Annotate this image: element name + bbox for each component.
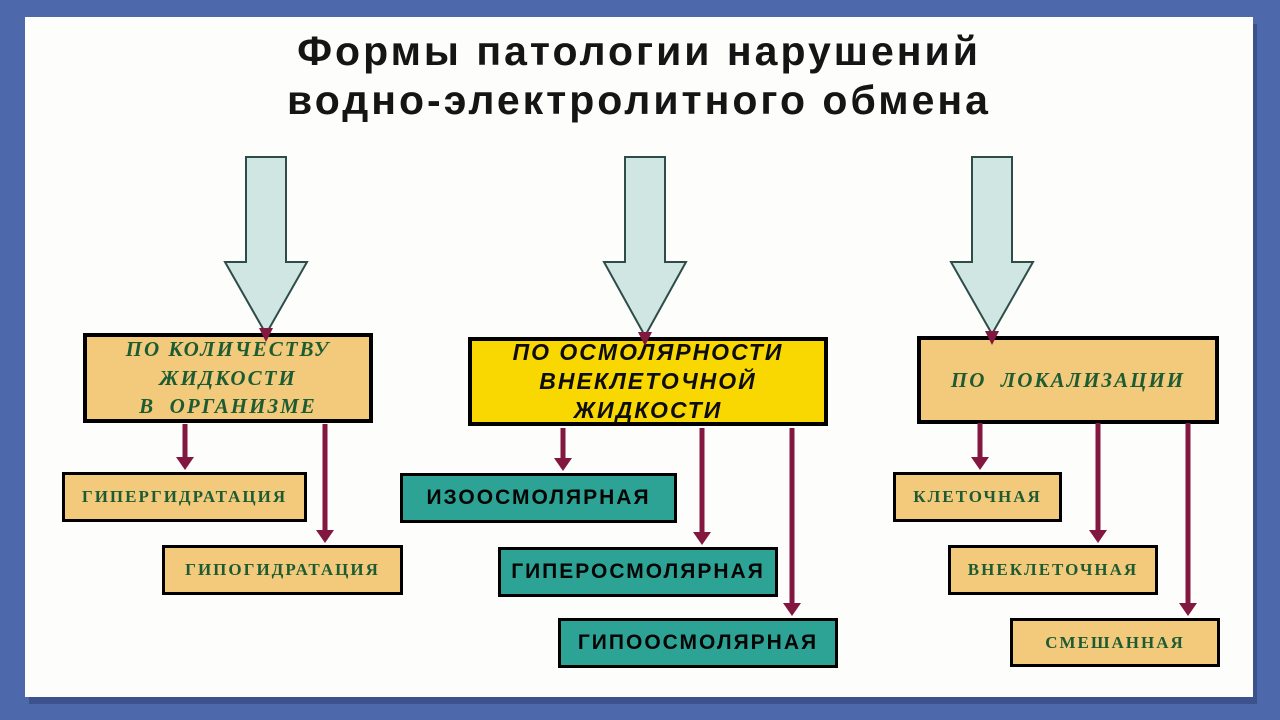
slide-page: Формы патологии нарушений водно-электрол…: [25, 17, 1253, 697]
category-box-osmolarity: ПО ОСМОЛЯРНОСТИ ВНЕКЛЕТОЧНОЙ ЖИДКОСТИ: [468, 337, 828, 426]
down-arrow-icon: [223, 156, 309, 337]
connector-arrow-icon: [783, 428, 801, 616]
down-arrow-icon: [949, 156, 1035, 337]
box-mixed: СМЕШАННАЯ: [1010, 618, 1220, 667]
connector-arrow-icon: [1179, 423, 1197, 616]
category-box-fluid-amount: ПО КОЛИЧЕСТВУ ЖИДКОСТИ В ОРГАНИЗМЕ: [83, 333, 373, 423]
box-hypoosmolar: ГИПООСМОЛЯРНАЯ: [558, 618, 838, 668]
box-extracellular: ВНЕКЛЕТОЧНАЯ: [948, 545, 1158, 595]
box-cellular: КЛЕТОЧНАЯ: [893, 472, 1062, 522]
box-hyperosmolar: ГИПЕРОСМОЛЯРНАЯ: [498, 547, 778, 597]
box-isoosmolar: ИЗООСМОЛЯРНАЯ: [400, 473, 677, 523]
connector-arrow-icon: [693, 428, 711, 545]
title-line-2: водно-электролитного обмена: [287, 77, 991, 124]
connector-arrow-icon: [1089, 423, 1107, 543]
category-box-localization: ПО ЛОКАЛИЗАЦИИ: [917, 336, 1219, 424]
page-title: Формы патологии нарушений водно-электрол…: [25, 27, 1253, 125]
connector-arrow-icon: [316, 424, 334, 543]
title-line-1: Формы патологии нарушений: [297, 28, 981, 74]
connector-arrow-icon: [554, 428, 572, 471]
box-hyperhydration: ГИПЕРГИДРАТАЦИЯ: [62, 472, 307, 522]
connector-arrow-icon: [176, 424, 194, 470]
connector-arrow-icon: [971, 423, 989, 470]
down-arrow-icon: [602, 156, 688, 339]
box-hypohydration: ГИПОГИДРАТАЦИЯ: [162, 545, 403, 595]
